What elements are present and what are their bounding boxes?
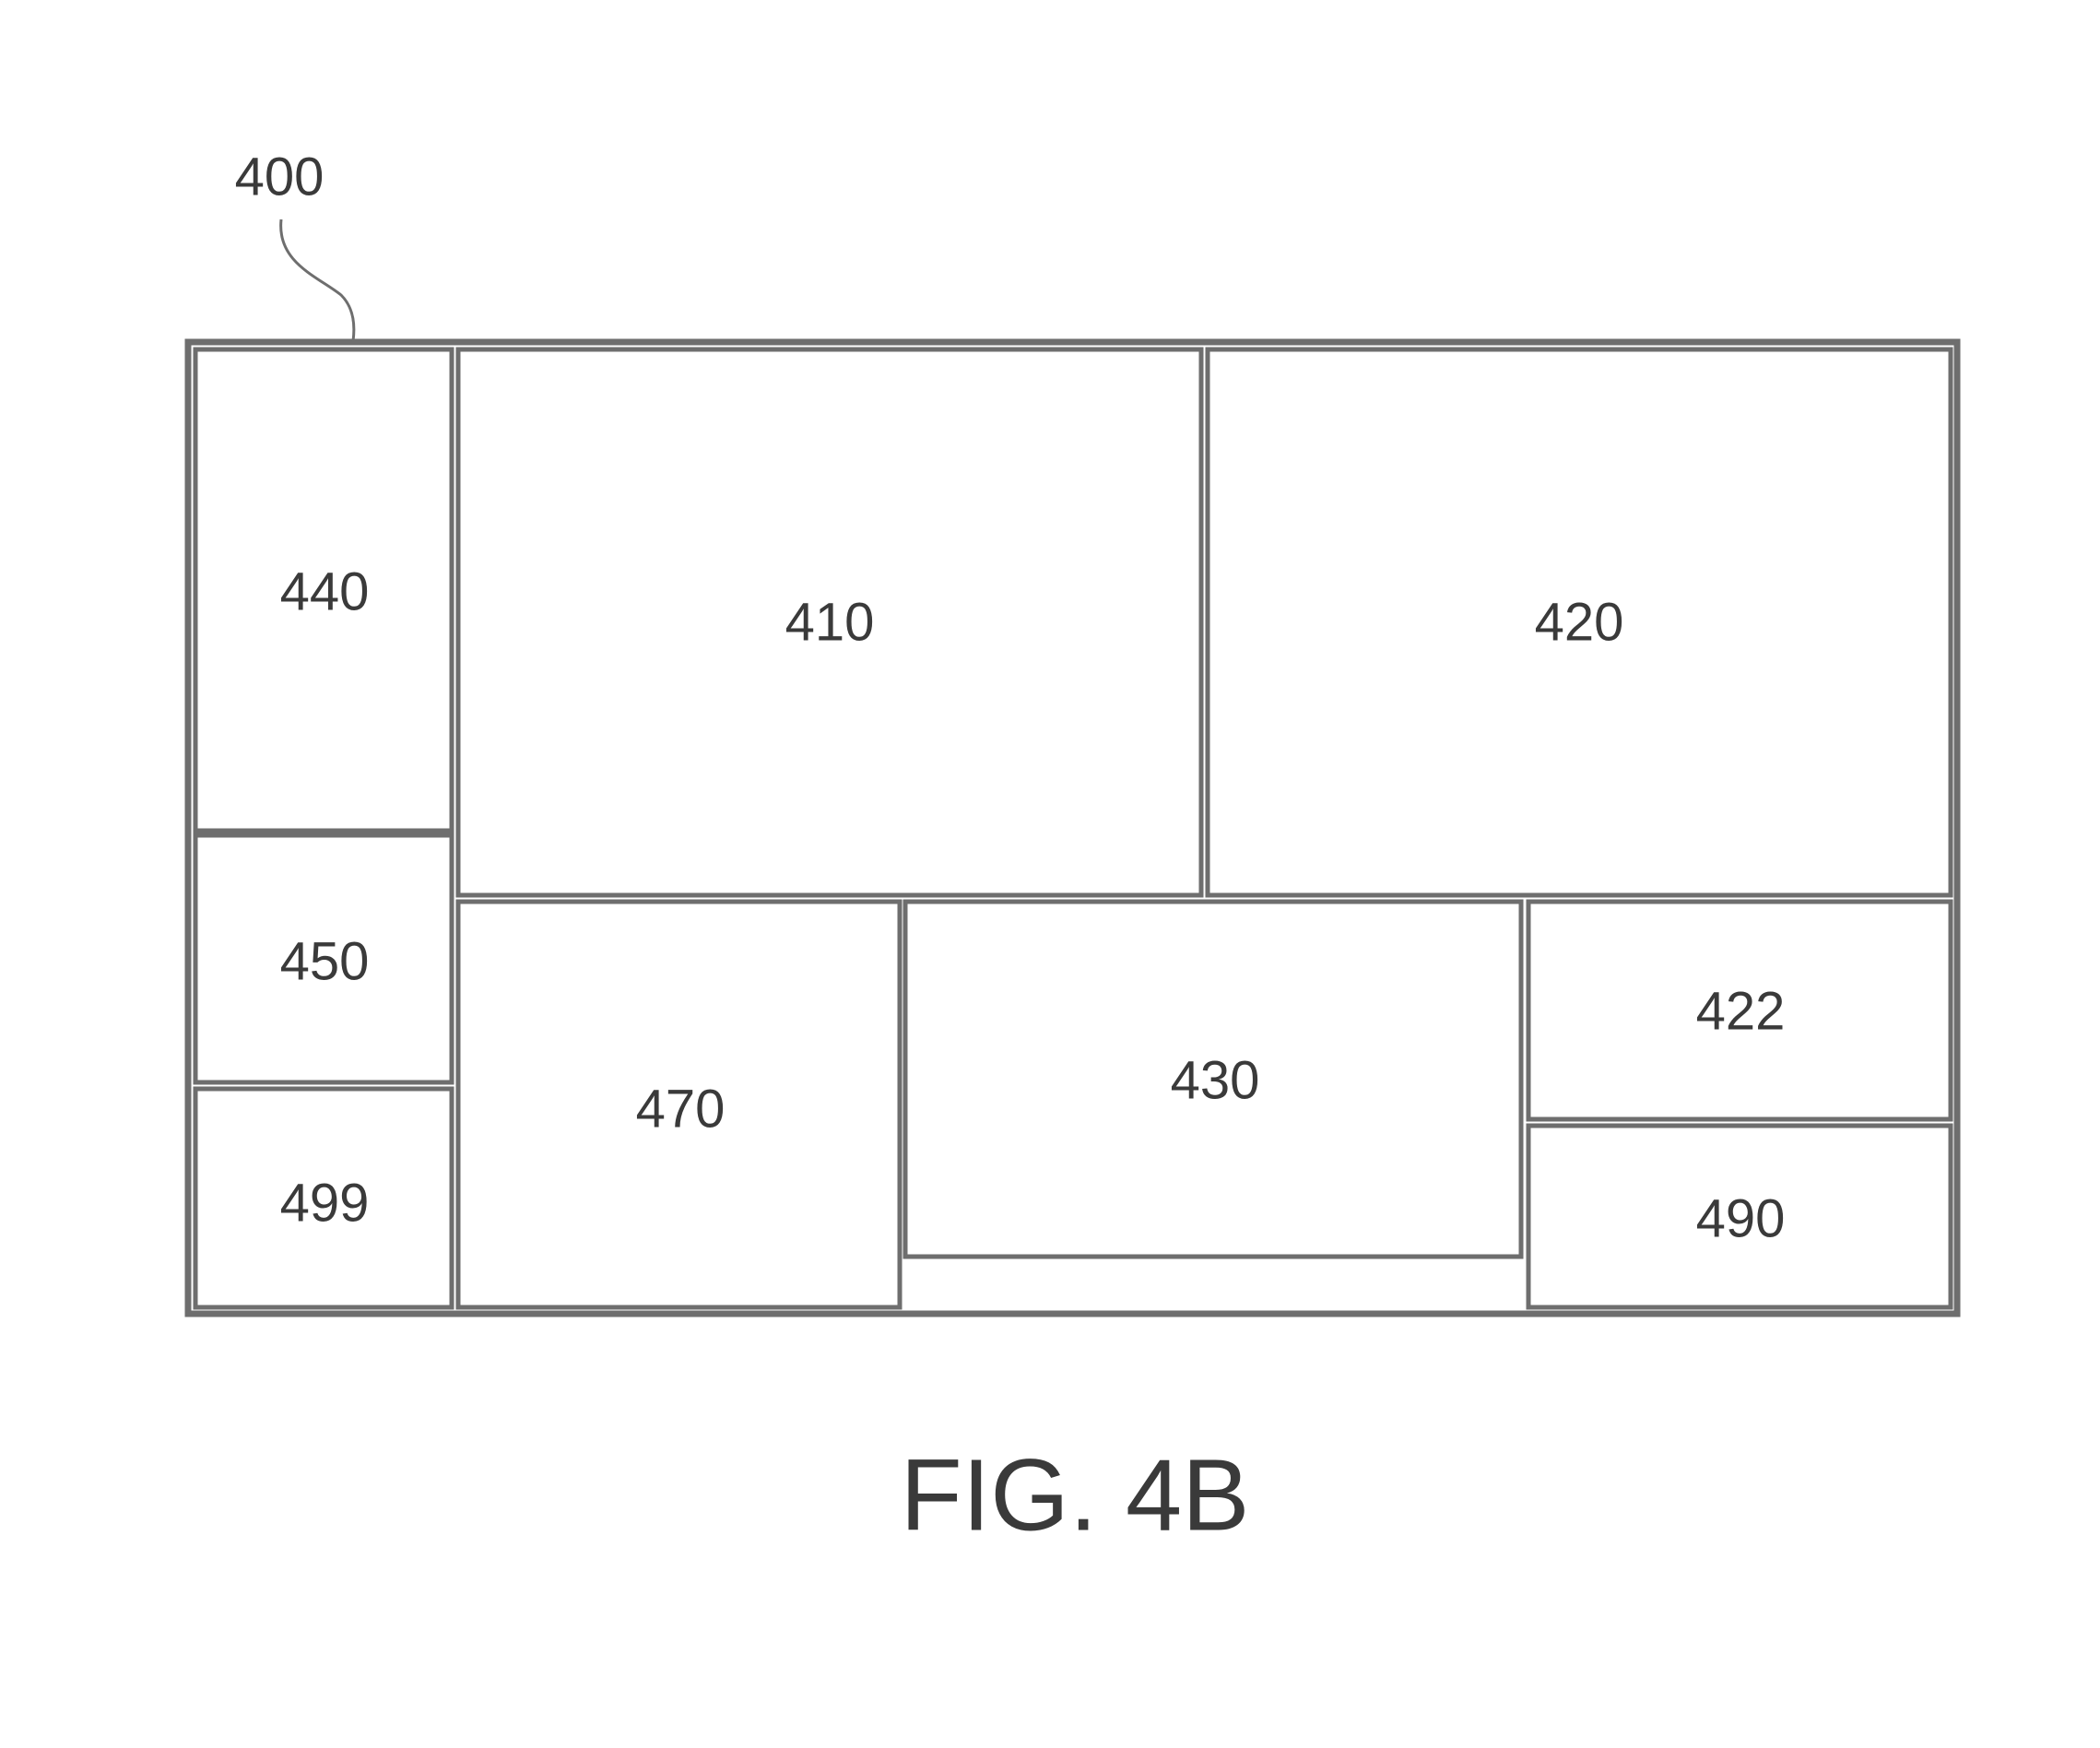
region-label-422: 422 bbox=[1696, 982, 1786, 1042]
region-label-410: 410 bbox=[785, 593, 875, 653]
region-label-499: 499 bbox=[280, 1174, 370, 1234]
region-label-450: 450 bbox=[280, 932, 370, 992]
leader-line bbox=[281, 219, 354, 341]
region-label-430: 430 bbox=[1171, 1051, 1260, 1111]
figure-caption: FIG. 4B bbox=[901, 1439, 1250, 1553]
reference-label-400: 400 bbox=[235, 148, 324, 207]
region-label-420: 420 bbox=[1535, 593, 1624, 653]
region-label-490: 490 bbox=[1696, 1189, 1786, 1249]
region-label-470: 470 bbox=[636, 1080, 726, 1140]
region-label-440: 440 bbox=[280, 562, 370, 622]
